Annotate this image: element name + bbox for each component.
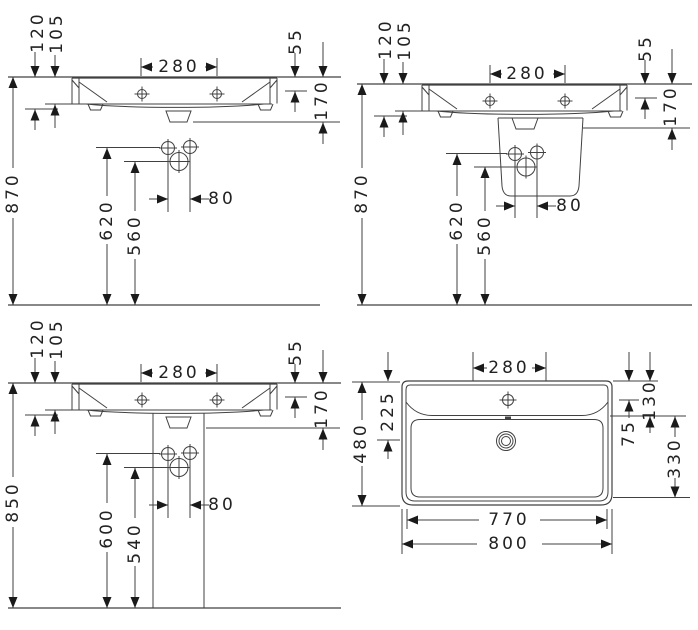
drain-outlet	[165, 416, 192, 429]
dimensions: 280 480 225 130 75	[351, 352, 690, 554]
dim-280-label: 280	[158, 363, 199, 383]
basin-outline	[45, 77, 278, 123]
basin-outline	[401, 380, 613, 506]
dim-105-label: 105	[47, 318, 67, 359]
dim-850-label: 850	[3, 481, 23, 522]
dim-55-label: 55	[286, 338, 306, 366]
dim-770-label: 770	[488, 510, 529, 530]
dim-130-label: 130	[640, 379, 660, 420]
view-basin-plan: 280 480 225 130 75	[351, 352, 690, 554]
drain-outlet	[165, 110, 192, 123]
tap-hole-marks	[482, 93, 573, 109]
dim-480-label: 480	[351, 422, 371, 463]
dim-870-label: 870	[3, 172, 23, 213]
dim-105-label: 105	[395, 19, 415, 60]
deck-ledge-line	[405, 401, 609, 416]
pedestal	[152, 413, 205, 608]
dim-870-label: 870	[352, 172, 372, 213]
dim-55-label: 55	[636, 34, 656, 62]
dim-80-label: 80	[556, 196, 584, 216]
drain-hole	[496, 431, 516, 451]
tap-hole-marks	[134, 86, 225, 102]
overflow-mark	[505, 416, 511, 419]
fixing-holes	[506, 143, 546, 179]
dim-120-label: 120	[28, 317, 48, 358]
dimensions: 120 105 280 55 170 870	[3, 11, 340, 305]
dim-225-label: 225	[378, 390, 398, 431]
view-wall-mounted-basin: 120 105 280 55 170 870	[3, 11, 341, 306]
dim-75-label: 75	[619, 419, 639, 447]
fixing-holes	[159, 138, 199, 173]
dim-560-label: 560	[125, 214, 145, 255]
view-basin-pedestal: 120 105 280 55 170 850	[3, 317, 341, 609]
tap-hole	[499, 391, 517, 409]
dim-280-label: 280	[158, 57, 199, 77]
dimensions: 120 105 280 55 170 850	[3, 317, 340, 608]
dim-55-label: 55	[286, 27, 306, 55]
view-basin-siphon-cover: 120 105 280 55 170 870	[352, 18, 692, 306]
dim-170-label: 170	[661, 85, 681, 126]
dim-120-label: 120	[376, 18, 396, 59]
dimensions: 120 105 280 55 170 870	[352, 18, 690, 305]
fixing-holes	[159, 444, 199, 479]
dim-620-label: 620	[97, 199, 117, 240]
bowl-outline	[410, 419, 604, 498]
dim-560-label: 560	[475, 214, 495, 255]
basin-outline	[395, 84, 628, 118]
dim-330-label: 330	[665, 437, 685, 478]
dim-105-label: 105	[47, 12, 67, 53]
dim-80-label: 80	[208, 495, 236, 515]
dim-600-label: 600	[97, 507, 117, 548]
dim-620-label: 620	[447, 199, 467, 240]
tap-hole-marks	[134, 392, 225, 408]
dim-170-label: 170	[312, 79, 332, 120]
dim-540-label: 540	[125, 522, 145, 563]
dim-120-label: 120	[28, 11, 48, 52]
dim-170-label: 170	[312, 387, 332, 428]
drain-outlet	[511, 117, 539, 130]
dim-280-label: 280	[506, 64, 547, 84]
dim-80-label: 80	[208, 189, 236, 209]
dim-800-label: 800	[488, 534, 529, 554]
basin-outline	[45, 383, 278, 429]
siphon-cover	[497, 117, 584, 197]
dim-280-label: 280	[488, 358, 529, 378]
